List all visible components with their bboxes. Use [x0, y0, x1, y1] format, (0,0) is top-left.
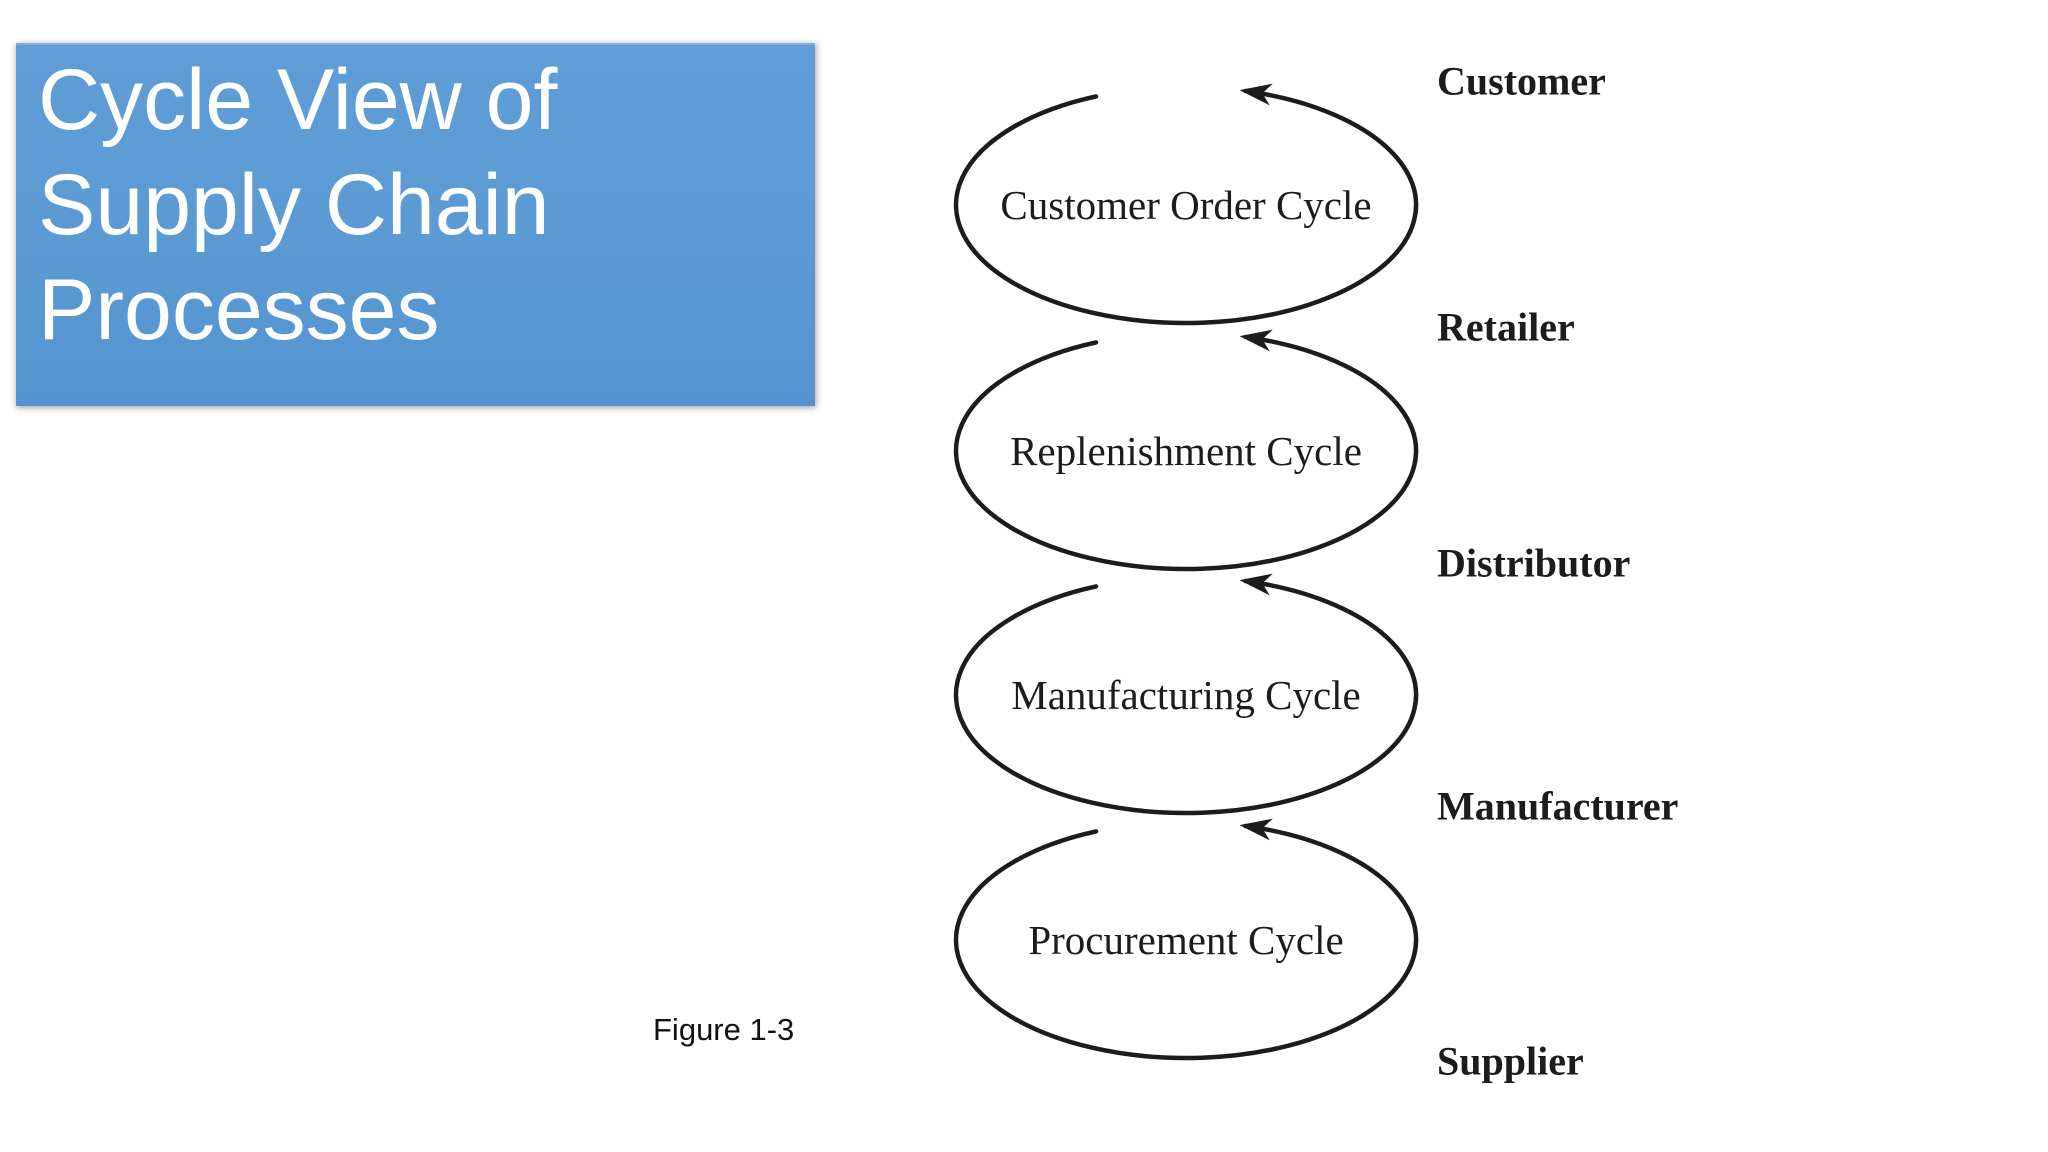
cycle-arc-manufacturing [953, 573, 1419, 816]
cycle-label-manufacturing: Manufacturing Cycle [1011, 672, 1361, 718]
cycle-manufacturing: Manufacturing Cycle [953, 573, 1419, 816]
stage-label-supplier: Supplier [1437, 1038, 1584, 1084]
stage-label-customer: Customer [1437, 58, 1606, 104]
cycle-arc-procurement [953, 818, 1419, 1061]
cycle-arc-replenishment [953, 329, 1419, 572]
figure-caption: Figure 1-3 [653, 1012, 795, 1047]
cycle-arc-customer-order [953, 83, 1419, 326]
slide-title-line-3: Processes [38, 262, 440, 358]
slide-title-line-2: Supply Chain [38, 157, 550, 253]
stage-label-manufacturer: Manufacturer [1437, 783, 1679, 829]
stage-label-distributor: Distributor [1437, 540, 1631, 586]
slide-title-box: Cycle View of Supply Chain Processes [16, 43, 815, 406]
cycle-customer-order: Customer Order Cycle [953, 83, 1419, 326]
slide-title: Cycle View of Supply Chain Processes [38, 48, 557, 363]
slide-title-line-1: Cycle View of [38, 52, 558, 148]
stage-label-retailer: Retailer [1437, 304, 1575, 350]
cycle-label-replenishment: Replenishment Cycle [1010, 428, 1362, 474]
cycle-label-customer-order: Customer Order Cycle [1000, 182, 1371, 228]
cycle-replenishment: Replenishment Cycle [953, 329, 1419, 572]
cycle-procurement: Procurement Cycle [953, 818, 1419, 1061]
cycle-label-procurement: Procurement Cycle [1028, 917, 1343, 963]
